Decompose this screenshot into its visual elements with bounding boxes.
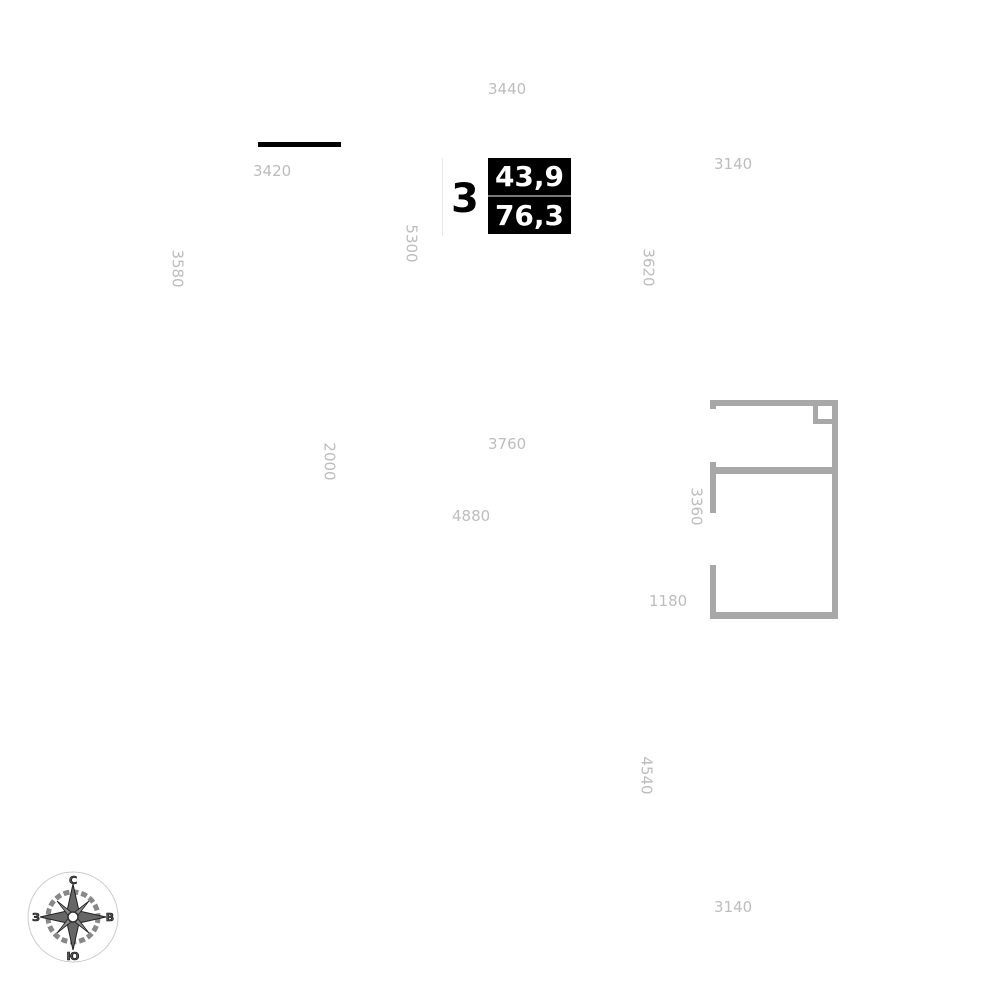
compass: С Ю З В xyxy=(27,871,119,963)
room-number: 3 xyxy=(451,176,479,222)
wall-bottom xyxy=(710,612,838,619)
dimension-3760: 3760 xyxy=(488,435,527,453)
wall-left-bottom xyxy=(710,565,716,619)
compass-east: В xyxy=(106,911,114,924)
dimension-4880: 4880 xyxy=(452,507,491,525)
dimension-3420: 3420 xyxy=(253,162,292,180)
wall-right xyxy=(832,400,838,619)
dimension-3440: 3440 xyxy=(488,80,527,98)
dimension-5300: 5300 xyxy=(402,224,421,263)
dimension-3140-bottom: 3140 xyxy=(714,898,753,916)
dimension-3360: 3360 xyxy=(687,487,706,526)
area-separator xyxy=(488,195,571,197)
room-area-2: 76,3 xyxy=(488,197,571,234)
compass-south: Ю xyxy=(67,950,80,963)
room-label: 3 43,9 76,3 xyxy=(442,158,571,236)
dimension-2000: 2000 xyxy=(320,442,339,481)
shaft-left xyxy=(813,404,818,424)
wall-middle xyxy=(710,467,838,474)
room-area-1: 43,9 xyxy=(488,158,571,195)
dimension-4540: 4540 xyxy=(637,756,656,795)
wall-top xyxy=(710,400,838,406)
segment-line xyxy=(258,142,341,147)
shaft-bottom xyxy=(813,419,835,424)
compass-west: З xyxy=(32,911,40,924)
wall-left-top xyxy=(710,400,716,409)
dimension-3580: 3580 xyxy=(168,249,187,288)
dimension-3140-top: 3140 xyxy=(714,155,753,173)
dimension-1180: 1180 xyxy=(649,592,688,610)
wall-left-middle xyxy=(710,462,716,513)
compass-north: С xyxy=(69,874,77,887)
dimension-3620: 3620 xyxy=(639,248,658,287)
compass-rose-icon: С Ю З В xyxy=(27,871,119,963)
